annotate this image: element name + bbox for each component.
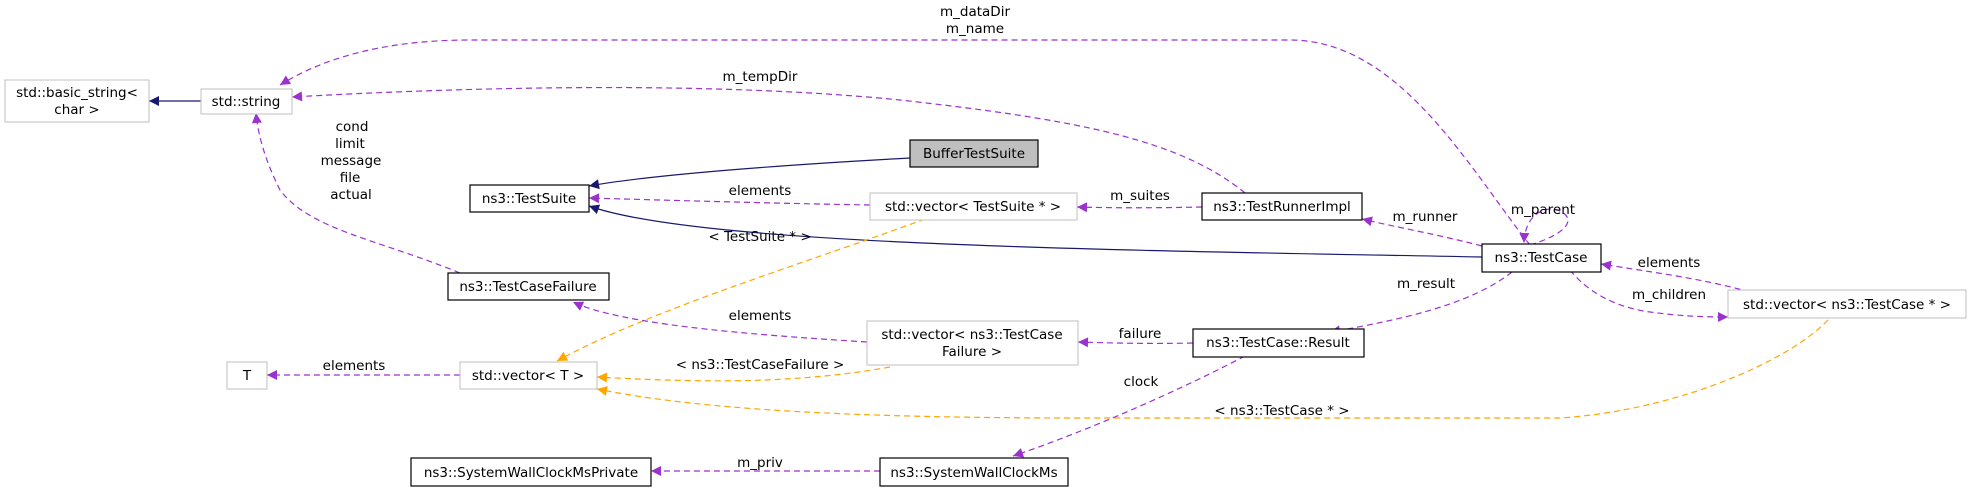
node-buffer-test-suite[interactable]: BufferTestSuite	[909, 139, 1039, 168]
edge-testcase-result	[1329, 271, 1513, 336]
label-m-datadir: m_dataDir	[940, 4, 1010, 20]
label-m-suites: m_suites	[1110, 188, 1170, 204]
label-suite-elements: elements	[729, 183, 792, 199]
node-buffer-test-suite-label: BufferTestSuite	[923, 146, 1025, 162]
edge-testcase-testsuite	[588, 204, 1483, 258]
node-test-case-label: ns3::TestCase	[1495, 250, 1588, 266]
node-std-string-label: std::string	[212, 94, 281, 110]
label-m-runner: m_runner	[1393, 209, 1458, 225]
label-message: message	[321, 153, 382, 169]
label-m-parent: m_parent	[1511, 202, 1575, 218]
node-system-wall-clock-ms-label: ns3::SystemWallClockMs	[890, 465, 1057, 481]
node-t-label: T	[242, 368, 252, 384]
node-t[interactable]: T	[226, 361, 268, 390]
node-vector-testsuite-label: std::vector< TestSuite * >	[885, 199, 1061, 215]
node-test-case[interactable]: ns3::TestCase	[1481, 243, 1602, 273]
label-t-elements: elements	[323, 358, 386, 374]
label-m-children: m_children	[1632, 287, 1706, 303]
node-test-runner-impl[interactable]: ns3::TestRunnerImpl	[1201, 192, 1363, 221]
edge-tpl-suite	[556, 218, 926, 362]
edge-testcase-string	[279, 39, 1531, 246]
edge-result-clock	[1012, 355, 1246, 458]
node-system-wall-clock-ms-private[interactable]: ns3::SystemWallClockMsPrivate	[410, 457, 652, 487]
node-test-case-failure-label: ns3::TestCaseFailure	[459, 279, 596, 295]
node-test-runner-impl-label: ns3::TestRunnerImpl	[1213, 199, 1351, 215]
node-test-case-result-label: ns3::TestCase::Result	[1206, 335, 1350, 351]
label-limit: limit	[335, 136, 365, 152]
edge-buffer-testsuite	[588, 157, 911, 190]
node-test-case-failure[interactable]: ns3::TestCaseFailure	[447, 272, 610, 301]
edge-testcase-veccase	[1569, 269, 1729, 322]
label-case-elements: elements	[1638, 255, 1701, 271]
node-vector-testcasefailure[interactable]: std::vector< ns3::TestCase Failure >	[866, 320, 1079, 366]
label-m-result: m_result	[1397, 276, 1455, 292]
label-cond: cond	[336, 119, 369, 135]
node-vector-testcase-label: std::vector< ns3::TestCase * >	[1743, 297, 1951, 313]
edge-failure-string	[251, 112, 461, 274]
node-test-suite-label: ns3::TestSuite	[482, 191, 576, 207]
edge-vecsuite-testsuite	[588, 193, 871, 206]
edge-testcase-self	[1519, 208, 1569, 246]
node-std-string[interactable]: std::string	[200, 88, 293, 115]
node-vector-t-label: std::vector< T >	[472, 368, 584, 384]
node-vector-testcase[interactable]: std::vector< ns3::TestCase * >	[1727, 289, 1967, 319]
node-vector-testsuite[interactable]: std::vector< TestSuite * >	[869, 192, 1078, 221]
label-file: file	[340, 170, 361, 186]
label-tpl-testcase: < ns3::TestCase * >	[1214, 403, 1349, 419]
node-basic-string[interactable]: std::basic_string< char >	[4, 79, 150, 123]
label-failure: failure	[1119, 326, 1162, 342]
edge-testcase-runner	[1361, 216, 1483, 247]
label-clock: clock	[1124, 374, 1159, 390]
edge-tpl-case	[596, 319, 1829, 419]
node-vector-testcasefailure-line2: Failure >	[942, 344, 1002, 360]
edge-vecfailure-failure	[572, 301, 868, 343]
label-tpl-testsuite: < TestSuite * >	[708, 229, 811, 245]
node-vector-testcasefailure-line1: std::vector< ns3::TestCase	[881, 327, 1062, 343]
label-m-tempdir: m_tempDir	[723, 69, 798, 85]
node-basic-string-line1: std::basic_string<	[16, 85, 138, 101]
node-basic-string-line2: char >	[54, 102, 99, 118]
node-system-wall-clock-ms-private-label: ns3::SystemWallClockMsPrivate	[424, 465, 638, 481]
edge-veccase-testcase	[1600, 260, 1751, 293]
label-failure-elements: elements	[729, 308, 792, 324]
label-m-priv: m_priv	[737, 455, 783, 471]
edge-result-vecfailure	[1077, 337, 1194, 348]
edge-runner-vecsuite	[1076, 202, 1203, 213]
node-test-case-result[interactable]: ns3::TestCase::Result	[1192, 328, 1365, 358]
label-actual: actual	[330, 187, 372, 203]
node-test-suite[interactable]: ns3::TestSuite	[469, 184, 590, 213]
node-vector-t[interactable]: std::vector< T >	[459, 361, 598, 390]
node-system-wall-clock-ms[interactable]: ns3::SystemWallClockMs	[879, 457, 1069, 487]
label-tpl-testcasefailure: < ns3::TestCaseFailure >	[676, 357, 845, 373]
label-m-name: m_name	[946, 21, 1004, 37]
edge-runner-string	[291, 86, 1246, 194]
